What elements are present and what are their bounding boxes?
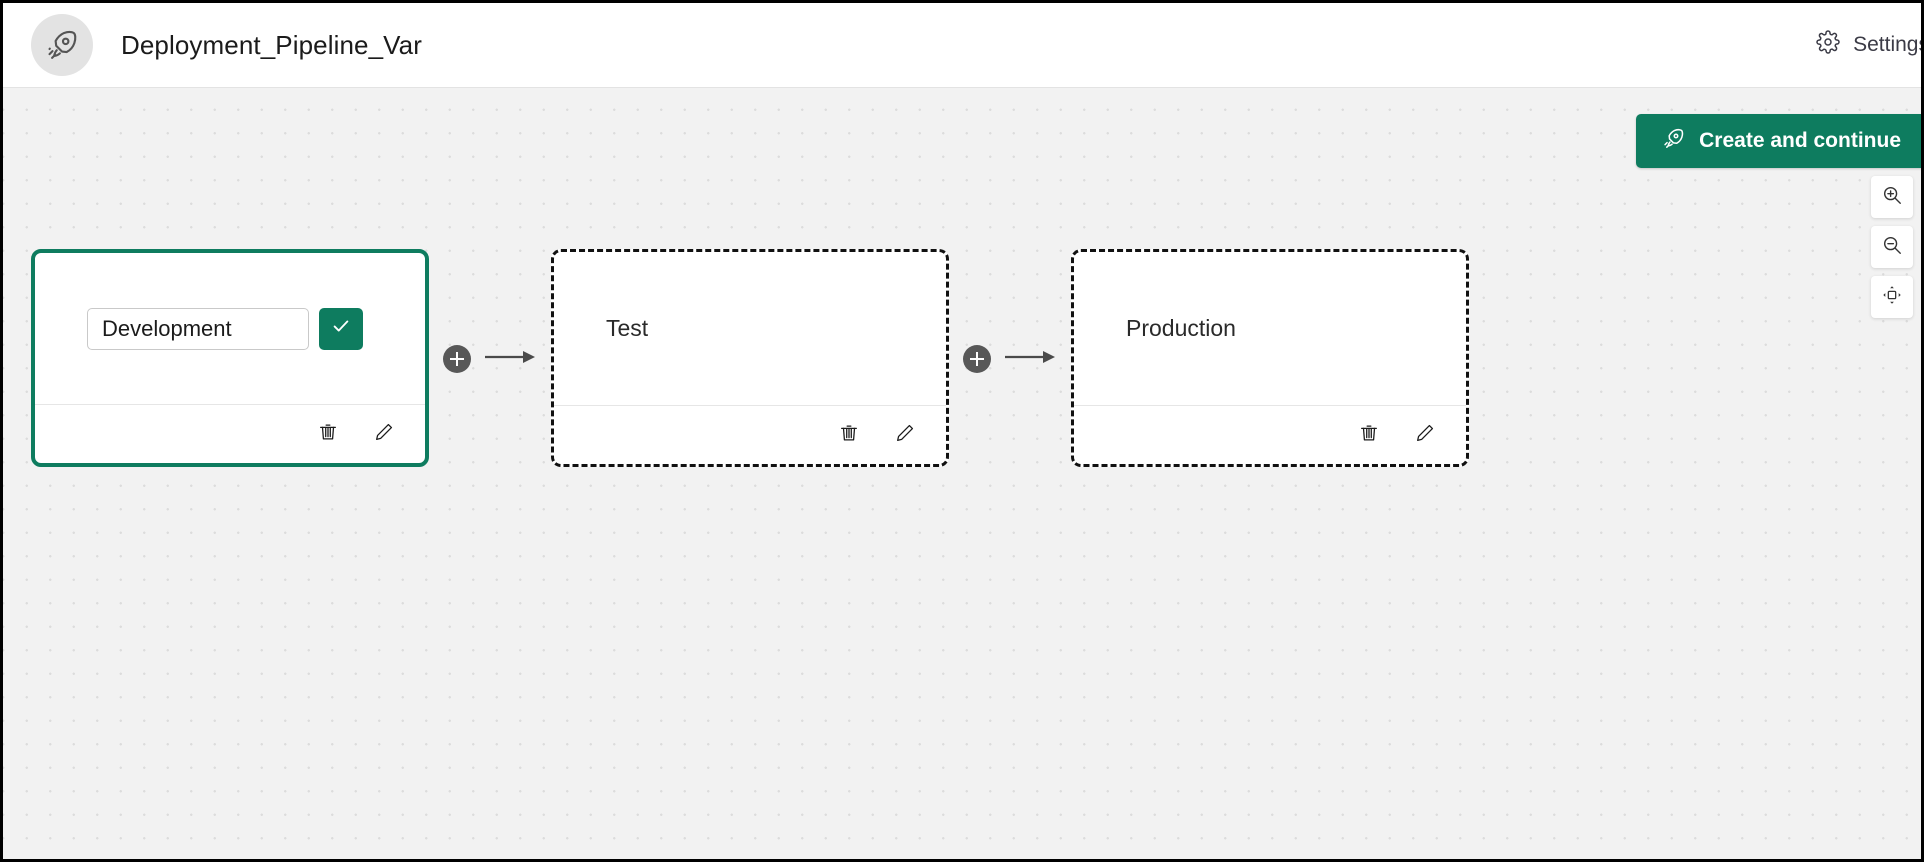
stage-name-label: Test — [606, 315, 649, 341]
pencil-icon — [894, 422, 916, 449]
rocket-logo-icon — [31, 14, 93, 76]
gear-icon — [1816, 30, 1840, 60]
stage-name-label: Production — [1126, 315, 1236, 341]
check-icon — [330, 315, 352, 342]
zoom-in-button[interactable] — [1871, 176, 1913, 218]
node-footer — [1074, 405, 1466, 464]
settings-button[interactable]: Settings — [1816, 30, 1924, 60]
edit-stage-button[interactable] — [1410, 420, 1440, 450]
trash-icon — [838, 422, 860, 449]
node-body: Production — [1074, 252, 1466, 405]
zoom-in-icon — [1881, 184, 1903, 211]
trash-icon — [1358, 422, 1380, 449]
pipeline-connector-2 — [949, 345, 1071, 373]
node-body — [35, 253, 425, 404]
delete-stage-button[interactable] — [313, 419, 343, 449]
pipeline-node-development[interactable] — [31, 249, 429, 467]
pipeline-node-test[interactable]: Test — [551, 249, 949, 467]
add-stage-button[interactable] — [443, 345, 471, 373]
stage-name-input[interactable] — [87, 307, 309, 350]
pipeline-connector-1 — [429, 345, 551, 373]
node-footer — [554, 405, 946, 464]
plus-icon — [443, 345, 471, 373]
pencil-icon — [1414, 422, 1436, 449]
edit-stage-button[interactable] — [369, 419, 399, 449]
pipeline-canvas[interactable]: Create and continue — [3, 88, 1921, 859]
edit-stage-button[interactable] — [890, 420, 920, 450]
app-header: Deployment_Pipeline_Var Settings — [3, 3, 1921, 88]
node-footer — [35, 404, 425, 463]
fit-to-screen-button[interactable] — [1871, 276, 1913, 318]
zoom-controls — [1871, 176, 1913, 318]
confirm-stage-name-button[interactable] — [319, 307, 363, 350]
header-actions: Settings — [1816, 30, 1924, 60]
arrow-right-icon — [485, 349, 537, 370]
fit-to-screen-icon — [1881, 284, 1903, 311]
zoom-out-button[interactable] — [1871, 226, 1913, 268]
delete-stage-button[interactable] — [834, 420, 864, 450]
rocket-icon — [1662, 127, 1685, 156]
pipeline-flow: Test — [31, 249, 1469, 467]
page-title: Deployment_Pipeline_Var — [121, 29, 422, 60]
settings-label: Settings — [1853, 33, 1924, 56]
create-and-continue-label: Create and continue — [1699, 129, 1901, 152]
add-stage-button[interactable] — [963, 345, 991, 373]
delete-stage-button[interactable] — [1354, 420, 1384, 450]
pencil-icon — [373, 421, 395, 448]
node-body: Test — [554, 252, 946, 405]
pipeline-node-production[interactable]: Production — [1071, 249, 1469, 467]
arrow-right-icon — [1005, 349, 1057, 370]
create-and-continue-button[interactable]: Create and continue — [1636, 114, 1921, 168]
plus-icon — [963, 345, 991, 373]
zoom-out-icon — [1881, 234, 1903, 261]
trash-icon — [317, 421, 339, 448]
